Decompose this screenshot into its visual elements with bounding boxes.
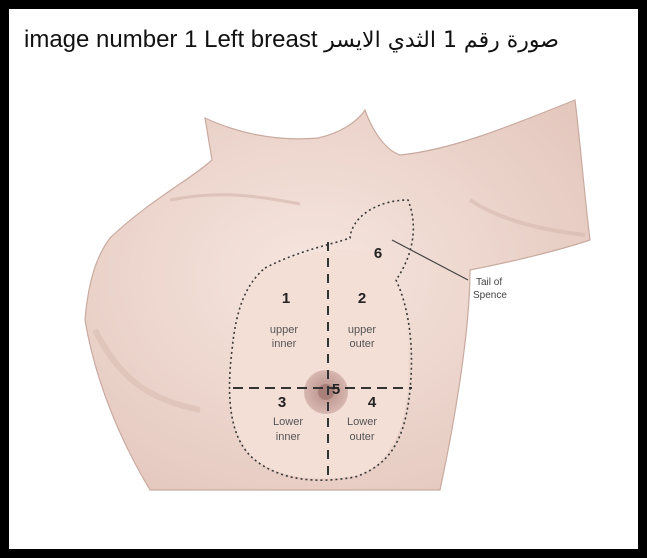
- quadrant-1-number: 1: [282, 290, 290, 307]
- quadrant-1-label-line1: upper: [270, 324, 298, 336]
- quadrant-6-number: 6: [374, 245, 382, 262]
- quadrant-2-number: 2: [358, 290, 366, 307]
- quadrant-3-label-line2: inner: [276, 431, 301, 443]
- callout-label-line2: Spence: [473, 290, 507, 301]
- quadrant-2-label-line2: outer: [349, 338, 374, 350]
- callout-label-line1: Tail of: [476, 277, 502, 288]
- quadrant-3-label-line1: Lower: [273, 416, 303, 428]
- quadrant-3-number: 3: [278, 394, 286, 411]
- breast-shape: [230, 249, 408, 478]
- quadrant-2-label-line1: upper: [348, 324, 376, 336]
- quadrant-1-label-line2: inner: [272, 338, 297, 350]
- quadrant-4-number: 4: [368, 394, 377, 411]
- quadrant-4-label-line1: Lower: [347, 416, 377, 428]
- quadrant-4-label-line2: outer: [349, 431, 374, 443]
- quadrant-5-number: 5: [332, 381, 340, 398]
